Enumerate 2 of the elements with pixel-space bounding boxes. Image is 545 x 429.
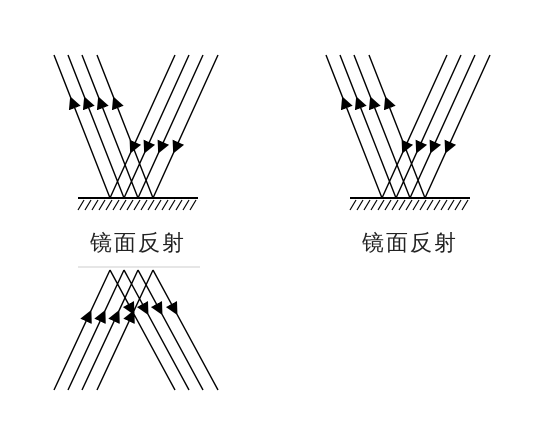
diagram-label: 镜面反射 [90,229,186,257]
diagram-label: 镜面反射 [362,229,458,257]
